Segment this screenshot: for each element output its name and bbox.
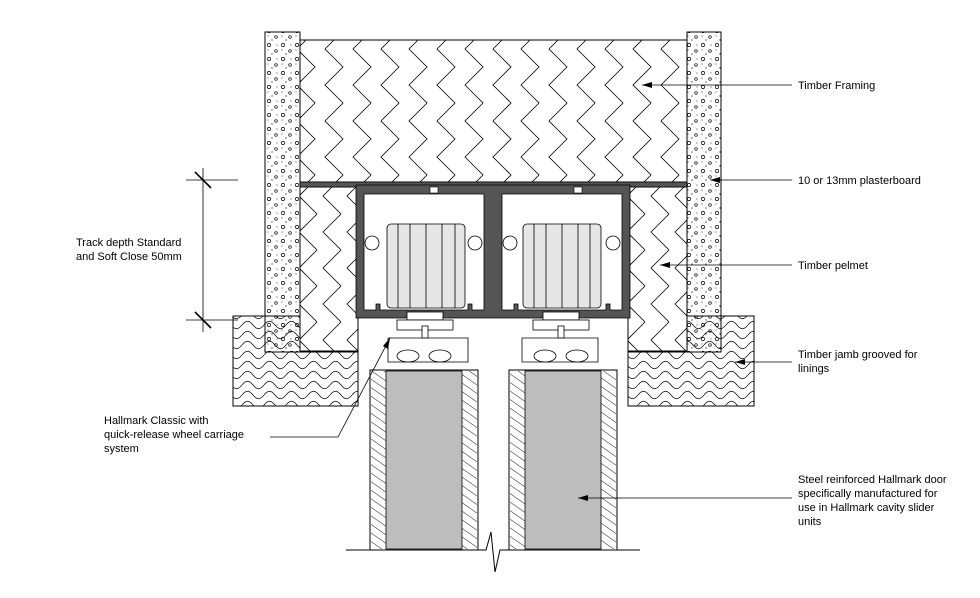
label-timber-framing: Timber Framing [798, 80, 875, 92]
label-jamb-line2: linings [798, 363, 830, 375]
timber-grain-line [380, 40, 400, 182]
door-right [508, 369, 618, 551]
aluminium-track [299, 181, 688, 319]
label-plasterboard: 10 or 13mm plasterboard [798, 175, 921, 187]
timber-grain-line [322, 187, 342, 351]
timber-grain-line [660, 40, 680, 182]
label-timber-pelmet: Timber pelmet [798, 260, 868, 272]
timber-grain-line [520, 40, 540, 182]
timber-grain-line [300, 40, 316, 182]
label-hallmark-line2: quick-release wheel carriage [104, 429, 244, 441]
plasterboard-right [686, 31, 722, 353]
label-hallmark-line1: Hallmark Classic with [104, 415, 209, 427]
timber-grain-line [576, 40, 596, 182]
label-door-line2: specifically manufactured for [798, 488, 938, 500]
leader-lines [270, 82, 792, 501]
label-track-depth-line1: Track depth Standard [76, 237, 181, 249]
timber-grain-line [674, 187, 687, 351]
timber-grain-line [352, 40, 372, 182]
door-left [369, 369, 479, 551]
timber-grain-line [464, 40, 484, 182]
timber-grain-line [628, 187, 646, 351]
timber-grain-line [436, 40, 456, 182]
label-jamb-line1: Timber jamb grooved for [798, 349, 918, 361]
label-door-line4: units [798, 516, 822, 528]
timber-grain-line [604, 40, 624, 182]
timber-pelmet-right [627, 186, 688, 352]
timber-grain-line [650, 187, 670, 351]
plasterboard-left [264, 31, 301, 353]
timber-jamb-left [232, 315, 359, 407]
floor-break-line [346, 531, 640, 573]
timber-grain-line [300, 187, 318, 351]
wheel-carriage-right [521, 223, 602, 363]
timber-jamb-right [627, 315, 755, 407]
label-door-line1: Steel reinforced Hallmark door [798, 474, 947, 486]
timber-grain-line [324, 40, 344, 182]
timber-pelmet-left [299, 186, 359, 352]
timber-framing [299, 39, 688, 183]
timber-grain-line [548, 40, 568, 182]
framing-grain-lines [300, 40, 680, 182]
wheel-carriage-left [386, 223, 469, 363]
track-depth-dimension [186, 168, 238, 332]
timber-grain-line [492, 40, 512, 182]
label-door-line3: use in Hallmark cavity slider [798, 502, 935, 514]
timber-grain-line [408, 40, 428, 182]
timber-grain-line [632, 40, 652, 182]
label-hallmark-line3: system [104, 443, 139, 455]
label-track-depth-line2: and Soft Close 50mm [76, 251, 182, 263]
